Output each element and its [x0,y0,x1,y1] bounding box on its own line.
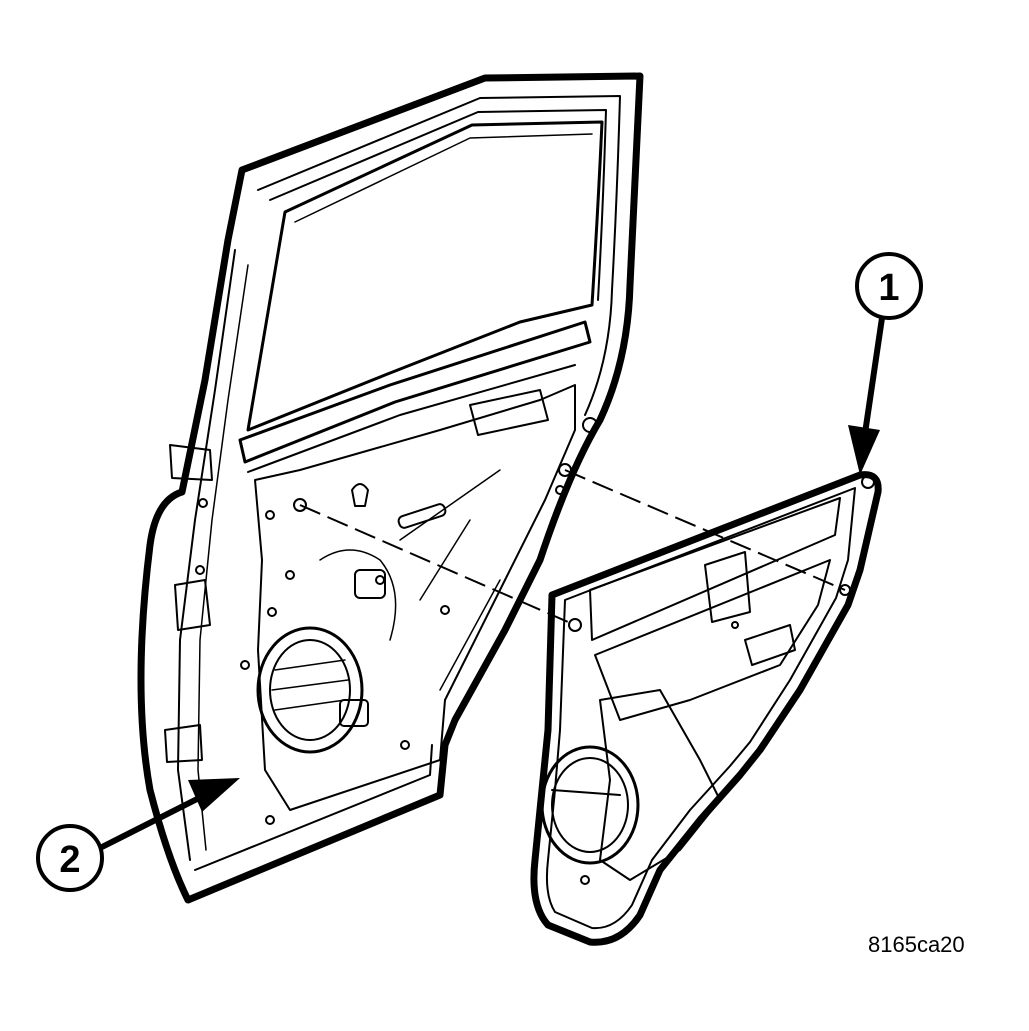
door-trim-panel [530,471,882,946]
callout-1: 1 [848,252,923,475]
door-front-edge [177,249,236,861]
trim-speaker-line [551,789,621,796]
switch-bezel [744,624,796,666]
door-bottom-hem [194,744,433,871]
callout-2-leader [97,792,208,851]
alignment-line-upper [564,469,846,591]
figure-id: 8165ca20 [868,932,965,957]
callout-1-leader [861,315,885,443]
callout-2-label: 2 [59,839,80,881]
trim-speaker-grille [540,745,640,865]
callout-2: 2 [36,778,240,892]
callout-1-label: 1 [878,267,899,309]
window-glass [246,120,604,432]
door-outline [137,72,644,904]
callout-2-circle [36,824,104,892]
handle-cavity [469,389,549,436]
trim-panel-inner-edge [545,487,856,930]
inner-slot [339,699,369,727]
frame-line [257,95,621,416]
belt-line-lower [247,364,576,473]
callout-1-circle [855,252,923,320]
lock-hole [351,483,369,507]
speaker-grille [271,659,349,711]
edge-bracket [164,444,213,763]
window-glass-edge [294,133,593,223]
door-holes [195,417,598,825]
armrest [589,497,841,641]
belt-line [238,320,592,464]
handle-recess [704,551,751,623]
door-shell [137,72,644,904]
alignment-line-lower [299,504,576,626]
inner-slot [354,569,386,599]
inner-slot [397,503,447,529]
speaker-opening-ring [269,639,351,741]
callout-1-arrowhead [848,425,880,475]
inner-rib [319,469,501,691]
speaker-opening [256,626,364,754]
callout-2-arrowhead [188,778,240,812]
alignment-lines [299,469,846,626]
frame-line [269,109,607,301]
trim-panel-outline [530,471,882,946]
map-pocket [599,689,721,881]
trim-panel-holes [568,475,875,885]
armrest-lower [594,559,831,721]
trim-speaker-ring [551,757,629,853]
